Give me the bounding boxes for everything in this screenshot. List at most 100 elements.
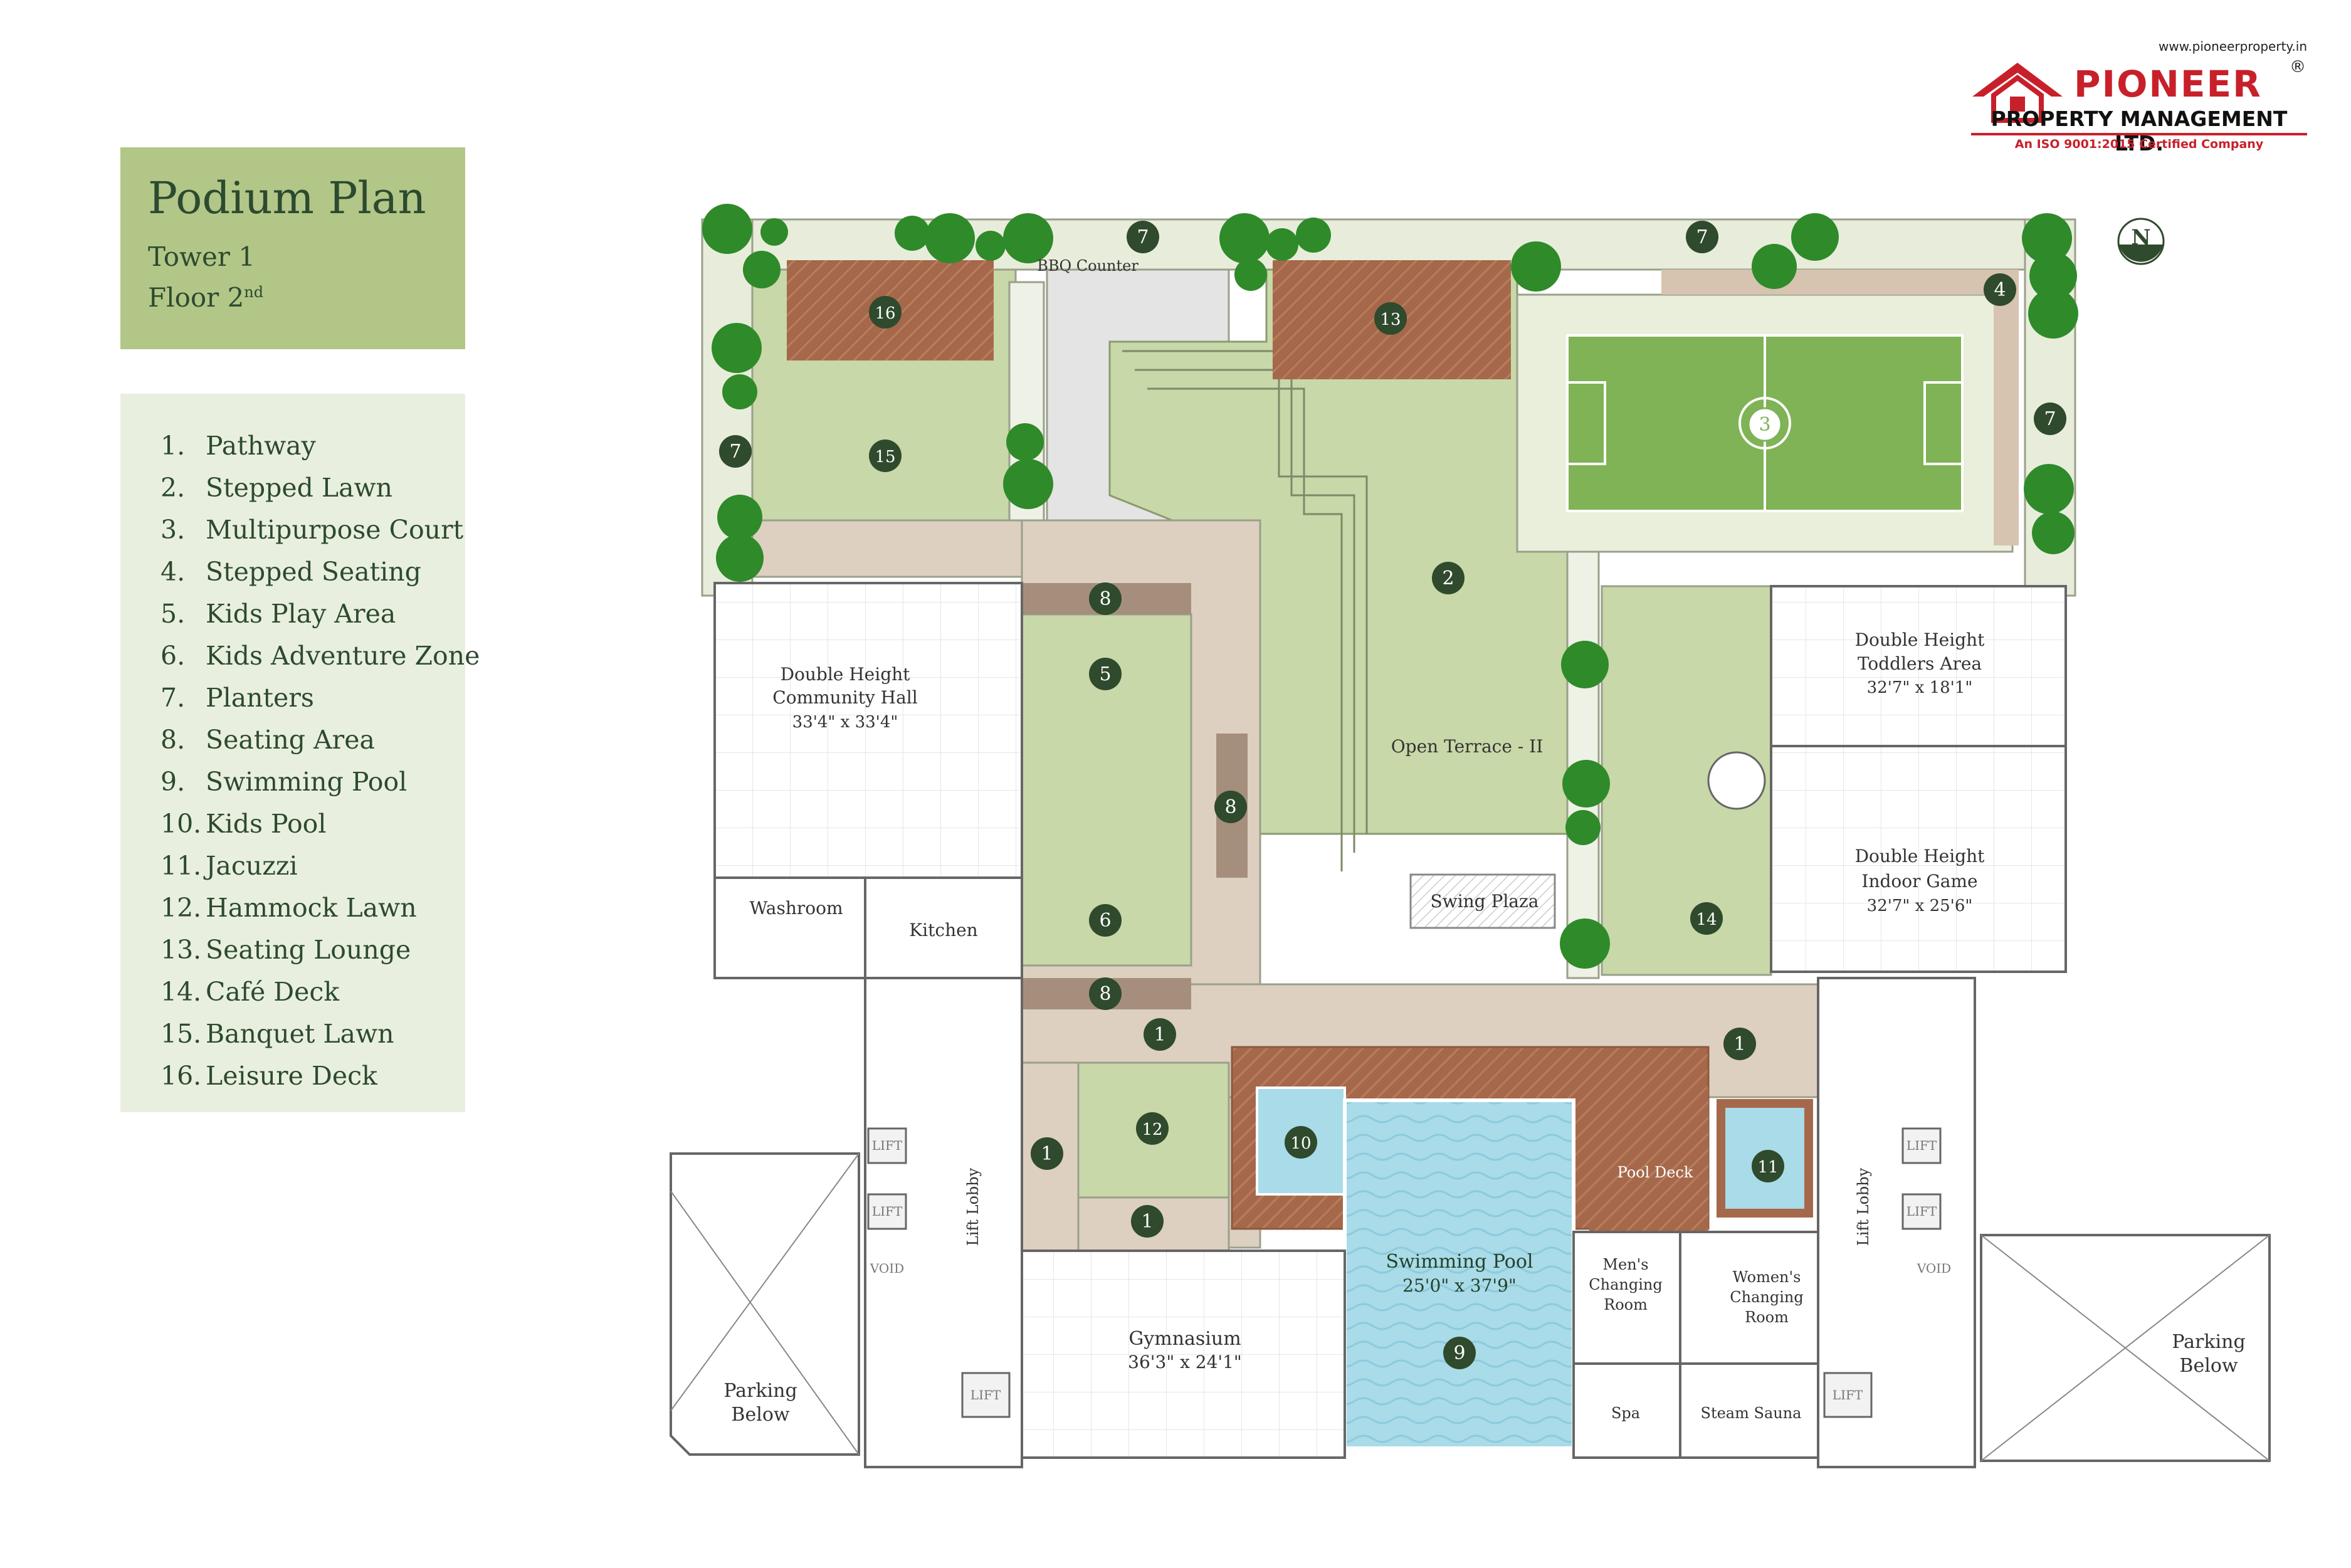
parking-right-label-1: Parking <box>2172 1331 2245 1353</box>
tree-icon <box>1266 228 1298 261</box>
tree-icon <box>1562 760 1610 808</box>
toddlers-label-2: Toddlers Area <box>1858 653 1982 674</box>
legend-item-label: Café Deck <box>206 977 340 1007</box>
area-marker-circle <box>1690 902 1723 935</box>
legend-item: 15.Banquet Lawn <box>160 1013 480 1055</box>
legend-item-number: 2. <box>160 473 186 503</box>
legend-item: 12.Hammock Lawn <box>160 887 480 929</box>
parking-right-label-2: Below <box>2179 1355 2238 1377</box>
area-marker-circle <box>1747 407 1782 442</box>
tree-icon <box>1219 213 1270 263</box>
logo-iso: An ISO 9001:2015 Certified Company <box>2014 137 2264 151</box>
community-hall-size: 33'4" x 33'4" <box>792 713 898 732</box>
legend-item-label: Stepped Seating <box>206 557 421 587</box>
page-title: Podium Plan <box>148 172 426 224</box>
logo-divider <box>1971 133 2307 135</box>
area-marker-number: 7 <box>1137 226 1149 248</box>
area-marker-number: 5 <box>1099 663 1111 685</box>
legend-item-number: 9. <box>160 767 186 797</box>
legend-item-number: 7. <box>160 683 186 713</box>
jacuzzi <box>1717 1099 1813 1218</box>
gymnasium-size: 36'3" x 24'1" <box>1128 1352 1242 1372</box>
legend-item: 8.Seating Area <box>160 719 480 761</box>
company-logo: www.pioneerproperty.in PIONEER ® PROPERT… <box>1969 39 2307 155</box>
area-marker-number: 15 <box>875 448 895 466</box>
tree-icons <box>702 204 2078 969</box>
legend-item-number: 10. <box>160 809 202 839</box>
tree-icon <box>1561 641 1609 688</box>
logo-registered: ® <box>2290 58 2306 76</box>
house-roof-icon <box>1972 63 2063 123</box>
legend-item-number: 8. <box>160 725 186 755</box>
tree-icon <box>895 216 930 251</box>
logo-name: PIONEER <box>2074 63 2262 105</box>
legend-item-number: 14. <box>160 977 202 1007</box>
parking-left-diagonal <box>670 1191 860 1455</box>
parking-left-label-1: Parking <box>723 1380 797 1402</box>
legend-panel: 1. Pathway 2. Stepped Lawn 3.Multipurpose Co… <box>120 394 480 1112</box>
swing-plaza-label: Swing Plaza <box>1431 891 1539 912</box>
legend-item-label: Kids Play Area <box>206 599 396 629</box>
area-marker-number: 4 <box>1994 279 2006 301</box>
lift-box <box>961 1372 1011 1418</box>
legend-item: 3.Multipurpose Court <box>160 509 480 551</box>
area-marker-circle <box>1374 302 1407 335</box>
area-marker-number: 2 <box>1442 567 1454 589</box>
legend-item-label: Pathway <box>206 431 316 461</box>
legend-item: 5.Kids Play Area <box>160 593 480 635</box>
area-marker-number: 7 <box>2044 408 2056 430</box>
lift-box <box>1901 1127 1942 1164</box>
legend-item-number: 11. <box>160 851 202 881</box>
legend-item-label: Stepped Lawn <box>206 473 393 503</box>
tree-icon <box>1791 213 1839 261</box>
swimming-pool-label: Swimming Pool <box>1386 1251 1533 1273</box>
tree-icon <box>2032 512 2075 554</box>
lift-box <box>1901 1193 1942 1230</box>
pool-deck-label: Pool Deck <box>1617 1164 1693 1181</box>
area-marker-circle <box>1686 221 1718 253</box>
tree-icon <box>743 251 781 288</box>
lawn-step-line <box>1135 369 1355 853</box>
area-marker-number: 9 <box>1453 1342 1465 1364</box>
legend-item-label: Swimming Pool <box>206 767 408 797</box>
void-label: VOID <box>1917 1261 1951 1276</box>
legend-item: 10.Kids Pool <box>160 803 480 845</box>
legend-item-number: 13. <box>160 935 202 965</box>
area-marker-number: 1 <box>1733 1033 1745 1055</box>
legend-item-label: Leisure Deck <box>206 1061 377 1091</box>
pool-deck <box>1589 1088 1708 1232</box>
indoor-game-label-1: Double Height <box>1855 846 1985 866</box>
swimming-pool <box>1343 1098 1575 1450</box>
toddlers-area <box>1770 585 2067 747</box>
gymnasium-label: Gymnasium <box>1128 1328 1241 1350</box>
legend-item: 11.Jacuzzi <box>160 845 480 887</box>
area-marker-number: 1 <box>1154 1024 1165 1046</box>
bbq-counter-label: BBQ Counter <box>1037 257 1139 275</box>
lift-label: LIFT <box>872 1204 903 1219</box>
area-marker-circle <box>1432 562 1465 594</box>
indoor-game-room <box>1770 745 2067 973</box>
washroom-label: Washroom <box>749 898 843 918</box>
lift-box <box>1823 1372 1873 1418</box>
court-centre-circle <box>1738 397 1791 450</box>
legend-item-label: Kids Adventure Zone <box>206 641 480 671</box>
open-terrace-label: Open Terrace - II <box>1391 736 1544 757</box>
legend-item-number: 3. <box>160 515 186 545</box>
washroom-kitchen-block <box>713 876 1023 979</box>
community-hall-label-2: Community Hall <box>772 687 917 708</box>
swimming-pool-size: 25'0" x 37'9" <box>1402 1275 1517 1296</box>
area-marker-circle <box>1127 221 1159 253</box>
area-marker-circle <box>1136 1112 1169 1145</box>
legend-item: 14.Café Deck <box>160 971 480 1013</box>
floor-text: Floor 2 <box>148 282 245 313</box>
steam-sauna-label: Steam Sauna <box>1701 1404 1802 1422</box>
area-marker-circle <box>1752 1150 1784 1182</box>
area-marker-circle <box>719 435 752 468</box>
court-goal-left <box>1566 381 1606 465</box>
spa-label: Spa <box>1611 1404 1640 1422</box>
legend-item-number: 1. <box>160 431 186 461</box>
area-marker-number: 14 <box>1696 910 1717 929</box>
tree-icon <box>2028 288 2078 339</box>
parking-right-diagonal <box>1980 1234 2270 1461</box>
